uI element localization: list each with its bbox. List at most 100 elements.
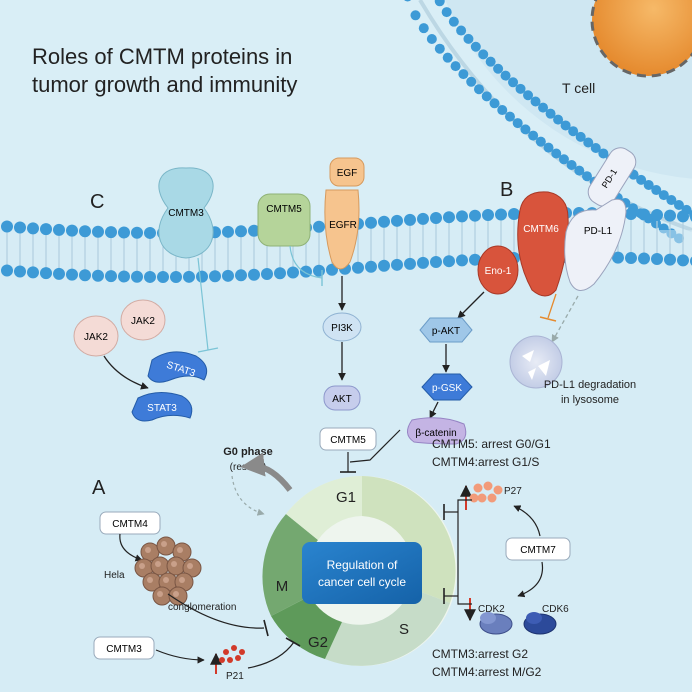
phospholipid [489, 98, 500, 109]
phospholipid [313, 264, 325, 277]
cmtm7-bracket [457, 499, 472, 605]
hela-cell-nucleus [139, 563, 145, 569]
p-akt-label: p-AKT [432, 326, 460, 337]
phospholipid [248, 268, 260, 281]
phospholipid [40, 267, 52, 280]
stat3-bottom-label: STAT3 [147, 403, 177, 414]
stat3-node-top: STAT3 [147, 351, 208, 383]
conglomeration-label: conglomeration [168, 602, 236, 613]
phospholipid [485, 56, 496, 67]
phospholipid [651, 209, 663, 222]
phospholipid [131, 270, 143, 283]
phospholipid [598, 148, 609, 159]
phospholipid [612, 251, 624, 264]
conglomeration-inhibition-bar [263, 619, 269, 637]
phospholipid [92, 269, 104, 282]
panel-label-b: B [500, 179, 513, 201]
phospholipid [673, 199, 684, 210]
cmtm3-to-p21-arrow [155, 649, 205, 664]
phospholipid [523, 90, 534, 101]
phospholipid [235, 269, 247, 282]
phospholipid [430, 212, 442, 225]
eno1-protein: Eno-1 [477, 245, 519, 295]
cmtm3-arrest-note: CMTM3:arrest G2 [432, 647, 528, 661]
phospholipid [664, 209, 676, 222]
egfr-receptor: EGFR [324, 189, 360, 270]
hela-cell-nucleus [155, 561, 161, 567]
phospholipid [404, 257, 416, 270]
hela-cell-nucleus [145, 547, 151, 553]
p21-molecule [219, 657, 225, 663]
phospholipid [131, 226, 143, 239]
phospholipid [222, 269, 234, 282]
phospholipid [558, 154, 569, 165]
phospholipid [426, 33, 437, 44]
phospholipid [404, 0, 412, 2]
phospholipid [391, 258, 403, 271]
phospholipid [495, 208, 507, 221]
phospholipid [434, 0, 445, 7]
t-cell-label: T cell [562, 80, 595, 96]
phospholipid [196, 270, 208, 283]
phospholipid [441, 7, 452, 18]
cmtm5-egfr-inhibition-line [289, 245, 323, 279]
cmtm3-box: CMTM3 [93, 636, 155, 660]
p27-label: P27 [504, 486, 522, 497]
p-akt-node: p-AKT [419, 317, 473, 343]
egf-ligand: EGF [329, 157, 365, 187]
phospholipid [466, 76, 477, 87]
p27-molecule [483, 481, 493, 491]
phospholipid [235, 225, 247, 238]
egfr-label: EGFR [329, 220, 357, 231]
hela-cell-nucleus [179, 577, 185, 583]
phospholipid [481, 91, 492, 102]
phospholipid [482, 209, 494, 222]
phospholipid [651, 253, 663, 266]
cdk6-label: CDK6 [542, 604, 569, 615]
catenin-to-g1-line [349, 429, 401, 463]
p27-molecule [493, 485, 503, 495]
phospholipid [391, 214, 403, 227]
phospholipid [66, 224, 78, 237]
phospholipid [14, 221, 26, 234]
cycle-center-box [302, 542, 422, 604]
phospholipid [560, 120, 571, 131]
phospholipid [92, 225, 104, 238]
jak2-node-right: JAK2 [120, 299, 166, 341]
phospholipid [478, 49, 489, 60]
hela-cell-nucleus [161, 541, 167, 547]
cycle-segment-s [325, 588, 450, 666]
phospholipid [677, 210, 689, 223]
phospholipid [448, 16, 459, 27]
phospholipid [553, 114, 564, 125]
cmtm5-box-label: CMTM5 [330, 435, 366, 446]
phospholipid [636, 174, 647, 185]
phospholipid [417, 212, 429, 225]
phospholipid [53, 267, 65, 280]
cycle-g2-label: G2 [308, 634, 328, 651]
stat3-node-bottom: STAT3 [131, 392, 193, 422]
cmtm6-membrane-protein: CMTM6 [517, 191, 569, 297]
phospholipid [287, 266, 299, 279]
cycle-s-label: S [399, 621, 409, 638]
conglomeration-inhibition-line [167, 593, 265, 629]
p-gsk-label: p-GSK [432, 383, 462, 394]
phospholipid [418, 23, 429, 34]
jak2-to-stat3-arrow [103, 355, 149, 390]
akt-node: AKT [323, 385, 361, 411]
pgsk-to-catenin-arrow [429, 401, 439, 419]
p21-label: P21 [226, 671, 244, 682]
phospholipid [643, 179, 654, 190]
phospholipid [456, 25, 467, 36]
phospholipid [365, 216, 377, 229]
hela-label: Hela [104, 570, 125, 581]
cell-cycle-ring: Regulation of cancer cell cycle G1 S G2 … [262, 476, 457, 666]
cmtm3-box-label: CMTM3 [106, 644, 142, 655]
phospholipid [144, 270, 156, 283]
cmtm4-to-hela-arrow [119, 533, 143, 562]
phospholipid [1, 220, 13, 233]
p21-g2-inhibition-bar [285, 637, 301, 647]
cmtm7-to-cdk-arrow [517, 561, 544, 598]
